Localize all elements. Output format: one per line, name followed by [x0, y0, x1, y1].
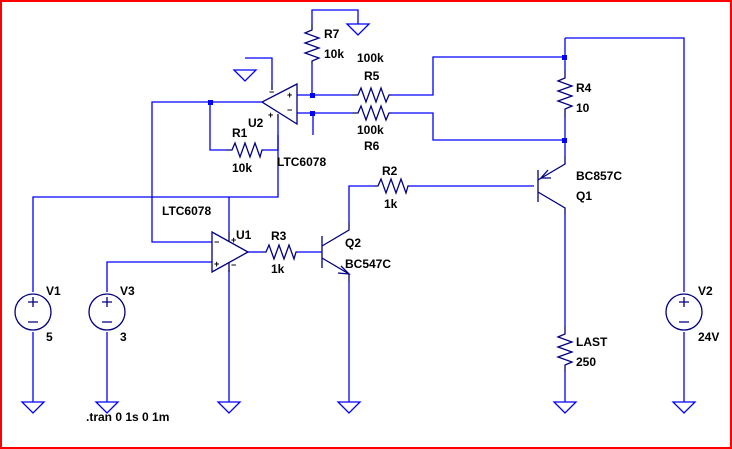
r7-name: R7: [324, 27, 340, 41]
resistor-r7: [303, 24, 321, 64]
resistor-r5: [352, 86, 392, 104]
opamp-u1-body: [211, 230, 250, 274]
source-v1: [14, 293, 52, 331]
r2-name: R2: [382, 164, 398, 178]
resistor-r3: [262, 243, 298, 262]
r6-value: 100k: [357, 123, 384, 137]
source-polarity: [679, 297, 689, 323]
r7-value: 10k: [324, 47, 344, 61]
wire-v3-u1p: [106, 261, 212, 292]
wire-v1-top: [32, 135, 279, 292]
u2-name: U2: [248, 116, 264, 130]
wires: [32, 9, 685, 402]
ground-symbol: [671, 401, 697, 414]
ground-symbol: [20, 401, 46, 414]
r1-value: 10k: [232, 161, 252, 175]
wire-r5-r4top: [392, 56, 565, 96]
opamp-u2-pins: [271, 84, 279, 120]
resistor-r1: [226, 141, 264, 160]
v3-value: 3: [120, 330, 127, 344]
q1-part: BC857C: [576, 169, 622, 183]
r6-name: R6: [364, 139, 380, 153]
resistor-load: [556, 326, 574, 372]
wire-r1-loop: [209, 102, 226, 151]
source-v2: [665, 293, 703, 331]
sources: [14, 293, 703, 331]
wire-u2-out: [151, 101, 262, 243]
source-v3: [88, 293, 126, 331]
opamp-u1: [211, 230, 250, 274]
ground-symbol: [345, 23, 371, 36]
source-polarity: [28, 297, 38, 323]
q2-collector: [321, 222, 350, 247]
r5-name: R5: [364, 69, 380, 83]
q1-collector: [537, 191, 566, 214]
transistor-q1: [537, 156, 566, 214]
u1-minus-mark: −: [214, 237, 219, 247]
u2-part: LTC6078: [277, 155, 326, 169]
q1-name: Q1: [576, 189, 592, 203]
r4-name: R4: [576, 81, 592, 95]
q1-arrow: [539, 169, 551, 179]
r2-value: 1k: [384, 197, 398, 211]
u1-minus-supply-mark: −: [231, 260, 236, 270]
u2-plus-mark: +: [287, 90, 292, 100]
v1-value: 5: [46, 330, 53, 344]
u1-name: U1: [236, 228, 252, 242]
junction-dot: [562, 55, 567, 60]
ground-symbol: [552, 401, 578, 414]
u2-minus-mark: −: [269, 87, 274, 97]
r1-name: R1: [232, 126, 248, 140]
opamp-u2: [260, 82, 298, 126]
wire-r7-gnd: [311, 9, 359, 24]
load-value: 250: [576, 355, 596, 369]
wire-r6-r4bot: [392, 112, 565, 141]
wire-r1-right: [264, 120, 279, 151]
ground-symbol: [232, 69, 258, 82]
r3-name: R3: [271, 229, 287, 243]
opamp-u2-body: [260, 82, 298, 126]
q2-arrow: [337, 265, 351, 275]
transistor-q2: [321, 222, 351, 282]
wire-q2c-r2: [348, 185, 374, 222]
junction-dot: [562, 138, 567, 143]
junction-dot: [310, 111, 315, 116]
v1-name: V1: [46, 284, 61, 298]
u1-plus-supply-mark: +: [231, 235, 236, 245]
u1-plus-mark: +: [214, 259, 219, 269]
source-polarity: [102, 297, 112, 323]
ground-symbol: [336, 401, 362, 414]
q2-name: Q2: [345, 236, 361, 250]
resistor-r2: [374, 177, 410, 196]
labels: R7 10k 100k R5 100k R6 R4 10 U2 R1 10k L…: [46, 27, 719, 424]
q1-emitter: [537, 156, 566, 181]
q2-part: BC547C: [345, 257, 391, 271]
wire-v2-top: [565, 37, 685, 292]
resistor-r6: [352, 104, 392, 122]
v2-name: V2: [698, 284, 713, 298]
u2-plus-supply-mark: +: [268, 110, 273, 120]
ground-symbol: [94, 401, 120, 414]
junctions: [208, 55, 567, 143]
r5-value: 100k: [357, 51, 384, 65]
resistors: [226, 24, 574, 372]
v3-name: V3: [120, 284, 135, 298]
resistor-r4: [556, 70, 574, 118]
load-name: LAST: [576, 335, 608, 349]
r4-value: 10: [576, 101, 590, 115]
v2-value: 24V: [698, 330, 719, 344]
wire-u2-gnd: [245, 57, 273, 84]
ground-symbol: [216, 401, 242, 414]
u1-part: LTC6078: [162, 204, 211, 218]
u2-minus-in-mark: −: [287, 105, 292, 115]
junction-dot: [310, 93, 315, 98]
grounds: [20, 23, 697, 414]
r3-value: 1k: [271, 262, 285, 276]
sim-directive[interactable]: .tran 0 1s 0 1m: [86, 410, 169, 424]
junction-dot: [208, 100, 213, 105]
